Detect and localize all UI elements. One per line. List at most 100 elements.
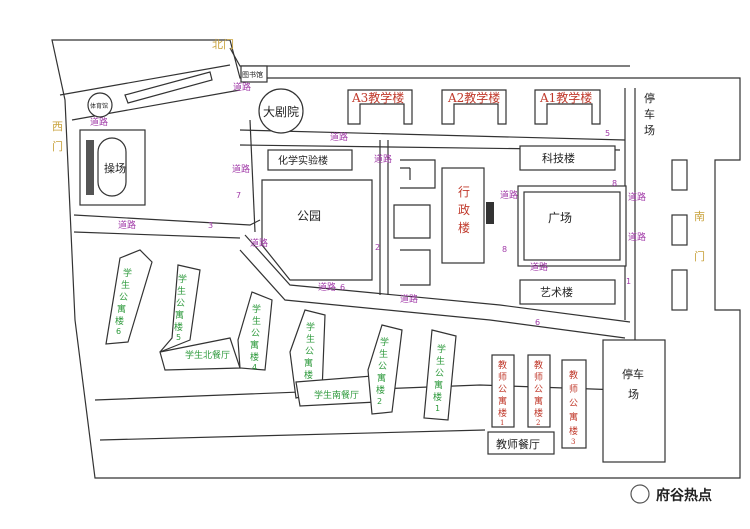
dorm5-label-a: 学 [178, 273, 187, 285]
road-edge-central-h2 [73, 231, 241, 239]
tech-building[interactable] [519, 145, 616, 171]
dorm2-building[interactable] [367, 324, 403, 415]
road-number-7: 7 [236, 191, 241, 200]
parking-top-label-2: 车 [644, 107, 655, 121]
dorm6-building[interactable] [105, 249, 153, 345]
dorm5-building[interactable] [159, 264, 201, 353]
teacher1-label-e: 楼 [498, 407, 507, 419]
teacher3-building[interactable] [561, 359, 587, 449]
road-edge-vertical-mid [249, 119, 256, 233]
dorm1-label-e: 楼 [433, 391, 442, 403]
road-edge-west-upper [59, 64, 231, 96]
a2-label: A2教学楼 [447, 90, 500, 105]
dorm2-label-c: 公 [378, 361, 387, 372]
road-edge-central-h [73, 214, 261, 226]
dorm4-label-a: 学 [252, 303, 261, 315]
dorm1-label-a: 学 [437, 343, 446, 355]
admin-steps [486, 202, 494, 224]
road-number-3: 3 [208, 221, 213, 230]
gym-building [87, 92, 113, 118]
dorm3-label-b: 生 [306, 333, 315, 345]
parking-bottom-label-1: 停车 [622, 367, 644, 381]
teacher1-building[interactable] [491, 354, 515, 428]
dorm5-label-c: 公 [176, 298, 185, 309]
park-area[interactable] [261, 179, 373, 281]
dorm2-label-a: 学 [380, 336, 389, 348]
a2-building[interactable] [441, 89, 507, 125]
road-number-6a: 6 [340, 283, 345, 292]
a1-building[interactable] [534, 89, 601, 125]
running-track[interactable] [97, 137, 127, 197]
dorm5-label-f: 5 [176, 333, 181, 342]
dorm1-label-c: 公 [435, 368, 444, 379]
art-label: 艺术楼 [540, 285, 573, 299]
library-building[interactable] [240, 65, 268, 83]
chem-lab-label: 化学实验楼 [278, 154, 328, 167]
road-label-9: 道路 [400, 293, 418, 305]
dorm1-label-b: 生 [436, 355, 445, 367]
dorm6-label-d: 寓 [117, 303, 126, 315]
teacher1-label-f: 1 [500, 419, 504, 427]
north-gate-label: 北门 [212, 37, 234, 51]
theater-label: 大剧院 [263, 105, 299, 119]
teacher3-label-e: 楼 [569, 425, 578, 437]
west-gate-label-2: 门 [52, 139, 63, 153]
road-label-7: 道路 [250, 237, 268, 249]
parking-bottom-area[interactable] [602, 339, 666, 463]
road-edge-horizontal-top [239, 129, 626, 141]
teacher-canteen-label: 教师餐厅 [496, 437, 540, 451]
a3-building[interactable] [347, 89, 413, 125]
road-number-8b: 8 [612, 179, 617, 188]
south-gate-post-1 [671, 159, 688, 191]
chem-lab-building[interactable] [267, 149, 353, 171]
teacher-canteen-building[interactable] [487, 431, 555, 455]
dorm3-label-c: 公 [305, 346, 314, 357]
road-label-5: 道路 [374, 153, 392, 165]
top-strip-building [124, 71, 213, 104]
dorm4-label-c: 公 [251, 328, 260, 339]
dorm6-label-f: 6 [116, 327, 121, 336]
a1-label: A1教学楼 [539, 90, 592, 105]
parking-top-label-3: 场 [644, 123, 655, 137]
dorm4-label-b: 生 [252, 315, 261, 327]
dorm4-building[interactable] [237, 291, 273, 371]
watermark-icon [630, 484, 650, 504]
west-gate-label-1: 西 [52, 120, 63, 133]
teacher2-label-e: 楼 [534, 407, 543, 419]
road-label-3: 道路 [330, 131, 348, 143]
art-building[interactable] [519, 279, 616, 305]
gym-label: 体育馆 [90, 102, 108, 110]
teacher1-label-d: 寓 [498, 395, 507, 407]
teacher1-label-c: 公 [498, 384, 507, 395]
teacher2-building[interactable] [527, 354, 551, 428]
dorm1-building[interactable] [423, 329, 457, 421]
road-number-6b: 6 [535, 318, 540, 327]
dorm1-label-d: 寓 [434, 379, 443, 391]
teacher2-label-d: 寓 [534, 395, 543, 407]
teacher3-label-c: 公 [569, 398, 578, 409]
admin-building[interactable] [441, 167, 485, 264]
dorm5-label-b: 生 [177, 285, 186, 297]
tech-label: 科技楼 [542, 151, 575, 165]
road-label-13: 道路 [628, 231, 646, 243]
teacher3-label-a: 教 [569, 369, 578, 381]
dorm1-label-f: 1 [435, 404, 440, 413]
admin-label-1: 行 [458, 185, 470, 199]
theater-building[interactable] [258, 88, 304, 134]
south-gate-post-2 [671, 214, 688, 246]
road-label-2: 道路 [90, 116, 108, 128]
square-area[interactable] [523, 191, 621, 261]
road-number-1: 1 [626, 277, 631, 286]
south-gate-label-2: 门 [694, 249, 705, 263]
teacher1-label-a: 教 [498, 359, 507, 371]
dorm6-label-e: 楼 [115, 315, 124, 327]
teacher2-label-b: 师 [534, 371, 543, 383]
road-number-2: 2 [375, 243, 380, 252]
admin-complex-outline [393, 159, 436, 286]
dorm3-label-a: 学 [306, 321, 315, 333]
teacher2-label-c: 公 [534, 384, 543, 395]
road-edge-south2 [99, 429, 486, 441]
park-label: 公园 [297, 209, 321, 223]
teacher3-label-f: 3 [571, 438, 575, 446]
road-number-5: 5 [605, 129, 610, 138]
